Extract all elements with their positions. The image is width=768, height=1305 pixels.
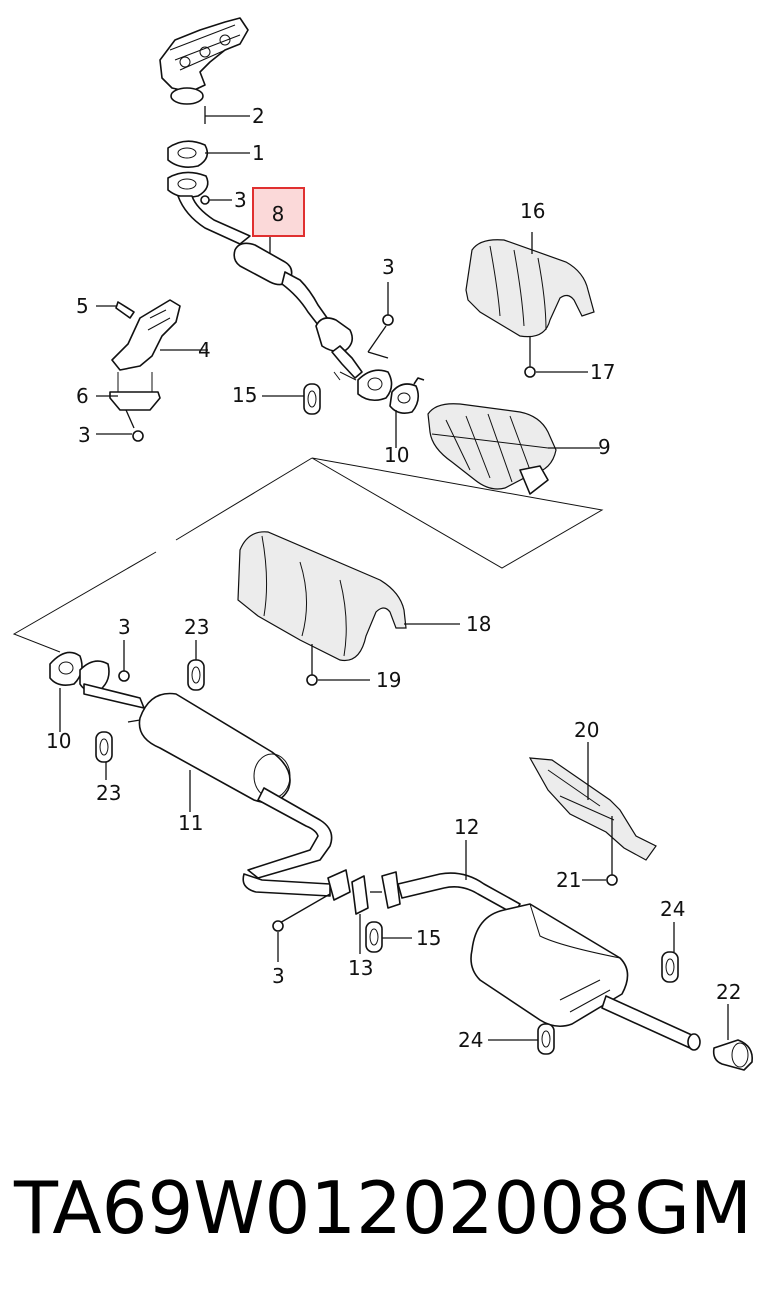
rubber-hanger (95, 640, 205, 780)
callout-22: 22 (716, 980, 741, 1004)
callout-3: 3 (272, 964, 285, 988)
callout-4: 4 (198, 338, 211, 362)
part-number-footer: TA69W01202008 GM (0, 1160, 768, 1305)
exhaust-manifold (159, 17, 249, 105)
callout-8: 8 (272, 202, 285, 226)
callout-9: 9 (598, 435, 611, 459)
callout-12: 12 (454, 815, 479, 839)
converter-heat-shield (465, 232, 595, 378)
muffler-heat-shield (237, 531, 460, 686)
callout-3: 3 (118, 615, 131, 639)
rear-muffler (470, 903, 701, 1051)
rubber-hanger (488, 922, 679, 1055)
callout-24: 24 (660, 897, 685, 921)
front-pipe (167, 171, 251, 245)
perspective-frame (12, 457, 604, 653)
callout-18: 18 (466, 612, 491, 636)
catalytic-converter (427, 403, 600, 495)
callout-10: 10 (46, 729, 71, 753)
callout-2: 2 (252, 104, 265, 128)
exhaust-system-diagram: 8 2 1 3 16 3 5 4 17 15 6 3 9 10 18 3 23 … (12, 17, 754, 1071)
converter-flange (333, 369, 425, 448)
callout-6: 6 (76, 384, 89, 408)
callout-23: 23 (96, 781, 121, 805)
callout-15: 15 (416, 926, 441, 950)
callout-10: 10 (384, 443, 409, 467)
callout-20: 20 (574, 718, 599, 742)
brand-name: GM (634, 1166, 752, 1250)
callout-labels: 2 1 3 16 3 5 4 17 15 6 3 9 10 18 3 23 19… (46, 104, 741, 1052)
highlighted-part-8[interactable]: 8 (252, 187, 305, 237)
flange-gasket (272, 869, 369, 962)
callout-3: 3 (382, 255, 395, 279)
callout-13: 13 (348, 956, 373, 980)
callout-16: 16 (520, 199, 545, 223)
callout-23: 23 (184, 615, 209, 639)
rear-heat-shield (528, 742, 657, 886)
callout-3: 3 (234, 188, 247, 212)
rubber-hanger (365, 921, 412, 953)
flex-pipe-resonator (233, 236, 363, 379)
callout-15: 15 (232, 383, 257, 407)
callout-24: 24 (458, 1028, 483, 1052)
callout-17: 17 (590, 360, 615, 384)
bracket-assembly (96, 299, 208, 442)
callout-1: 1 (252, 141, 265, 165)
callout-3: 3 (78, 423, 91, 447)
part-number: TA69W01202008 (14, 1166, 631, 1250)
callout-21: 21 (556, 868, 581, 892)
callout-19: 19 (376, 668, 401, 692)
rear-pipe (370, 840, 521, 915)
tailpipe-tip (712, 1004, 754, 1071)
nut (367, 282, 394, 359)
rubber-hanger (262, 383, 321, 415)
callout-5: 5 (76, 294, 89, 318)
callout-11: 11 (178, 811, 203, 835)
intermediate-flange (49, 640, 130, 732)
flange-gasket (167, 140, 250, 168)
stud (204, 106, 250, 124)
